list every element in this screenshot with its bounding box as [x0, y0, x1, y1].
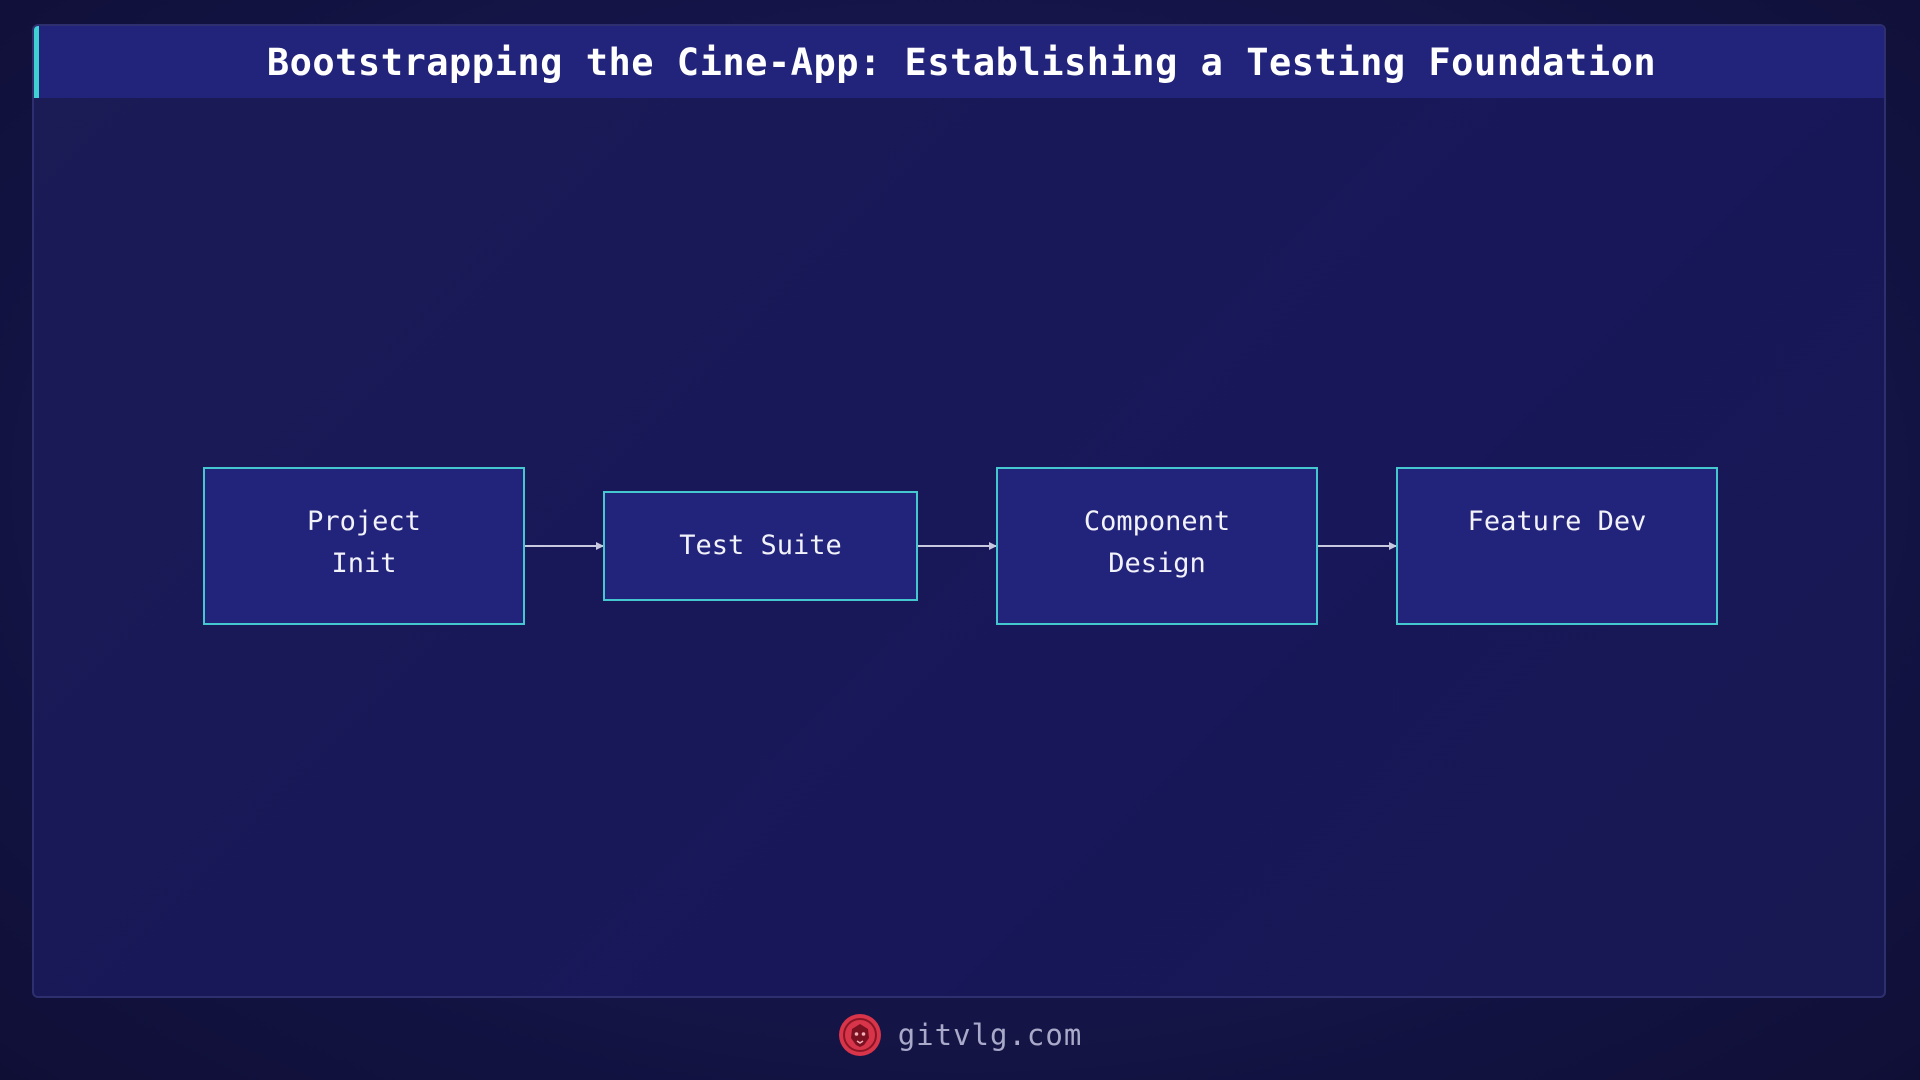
node-label: Project Init — [307, 506, 421, 579]
node-project-init[interactable]: Project Init — [203, 467, 525, 625]
page-title: Bootstrapping the Cine-App: Establishing… — [266, 40, 1657, 84]
node-label: Component Design — [1083, 506, 1231, 579]
footer: gitvlg.com — [0, 1012, 1920, 1058]
node-label: Feature Dev — [1467, 506, 1647, 537]
node-test-suite[interactable]: Test Suite — [603, 491, 918, 601]
lion-head-icon — [838, 1014, 881, 1056]
footer-site-link[interactable]: gitvlg.com — [897, 1018, 1083, 1052]
node-feature-dev[interactable]: Feature Dev — [1396, 467, 1718, 625]
node-component-design[interactable]: Component Design — [996, 467, 1318, 625]
node-label: Test Suite — [679, 530, 842, 561]
title-bar: Bootstrapping the Cine-App: Establishing… — [34, 26, 1884, 98]
